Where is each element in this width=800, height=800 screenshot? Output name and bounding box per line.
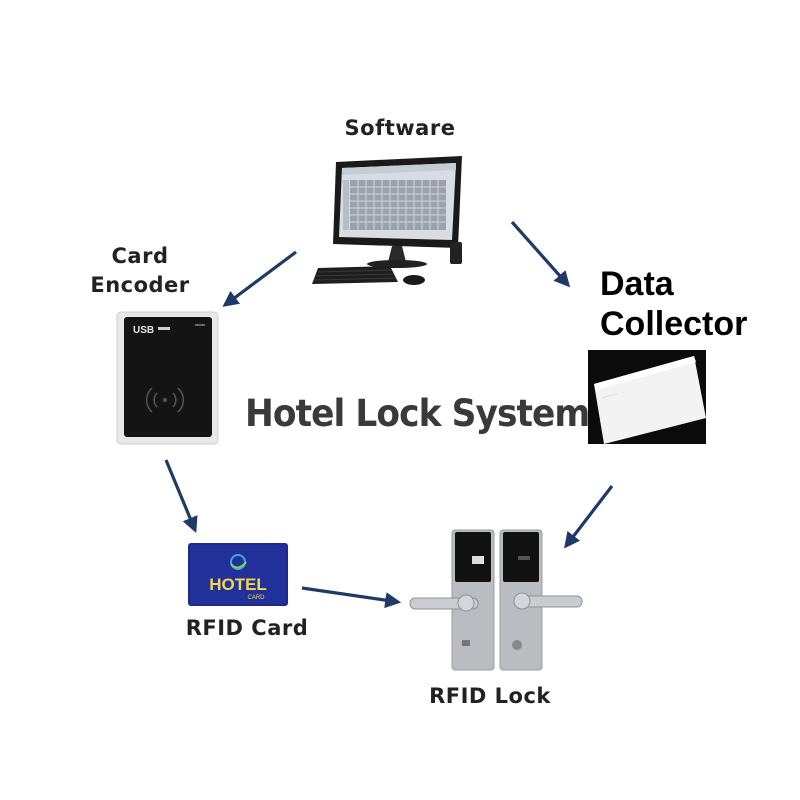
svg-text:..........: .......... bbox=[601, 390, 618, 400]
card-encoder-label-line1: Card bbox=[111, 244, 169, 268]
rfid-lock-label: RFID Lock bbox=[429, 684, 551, 708]
rfid-wave-icon bbox=[145, 387, 185, 413]
data-collector-label: Data Collector bbox=[600, 264, 747, 344]
arrow-card-to-lock bbox=[301, 586, 402, 609]
hotel-logo-icon bbox=[230, 554, 247, 570]
hotel-card-subtext: CARD bbox=[247, 595, 265, 601]
arrow-collector-to-lock bbox=[564, 485, 614, 549]
usb-icon: USB bbox=[133, 325, 154, 336]
card-encoder-label-line2: Encoder bbox=[90, 273, 190, 297]
software-label: Software bbox=[344, 116, 456, 140]
data-collector-label-line1: Data bbox=[600, 265, 674, 303]
arrow-software-to-collector bbox=[510, 220, 571, 288]
hotel-card-text: HOTEL bbox=[209, 575, 267, 594]
diagram-title: Hotel Lock System bbox=[245, 392, 590, 435]
arrow-software-to-encoder bbox=[222, 250, 297, 307]
arrow-encoder-to-card bbox=[164, 459, 198, 533]
card-encoder-label: Card Encoder bbox=[80, 242, 200, 300]
data-collector-label-line2: Collector bbox=[600, 305, 748, 343]
rfid-card-label: RFID Card bbox=[185, 616, 309, 640]
